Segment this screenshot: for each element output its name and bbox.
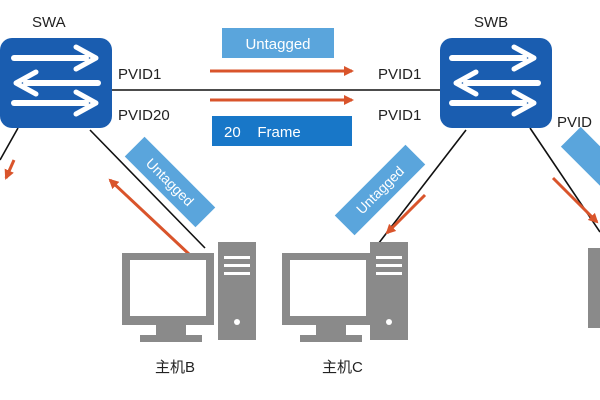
port-label-swb-right: PVID: [557, 114, 592, 131]
tower-icon: [588, 248, 600, 328]
port-label-swa-top: PVID1: [118, 66, 161, 83]
arrow-left-edge: [4, 159, 16, 180]
frame-box: 20 Frame: [212, 116, 352, 146]
untagged-label-top-text: Untagged: [245, 36, 310, 53]
host-b-label: 主机B: [155, 359, 195, 376]
port-label-swa-bottom: PVID20: [118, 107, 170, 124]
switch-swb-name: SWB: [474, 14, 508, 31]
arrow-to-hostc: [385, 193, 427, 235]
host-right-partial: [588, 248, 600, 328]
untagged-label-top: Untagged: [222, 28, 334, 58]
switch-swb: [440, 38, 552, 128]
link-swa-hostb: [89, 129, 206, 249]
switch-swa-name: SWA: [32, 14, 66, 31]
arrow-right-edge: [551, 176, 599, 224]
frame-box-text: 20 Frame: [224, 124, 301, 141]
switch-swa: [0, 38, 112, 128]
port-label-swb-top: PVID1: [378, 66, 421, 83]
arrow-hostb-up: [108, 178, 192, 257]
link-swa-left: [0, 127, 19, 161]
host-b-computer: [122, 242, 256, 342]
untagged-label-right-partial: [560, 126, 600, 190]
host-c-computer: [282, 242, 408, 342]
untagged-label-hostc: Untagged: [334, 144, 426, 236]
untagged-label-hostb: Untagged: [124, 136, 216, 228]
host-c-label: 主机C: [322, 359, 363, 376]
port-label-swb-bottom: PVID1: [378, 107, 421, 124]
